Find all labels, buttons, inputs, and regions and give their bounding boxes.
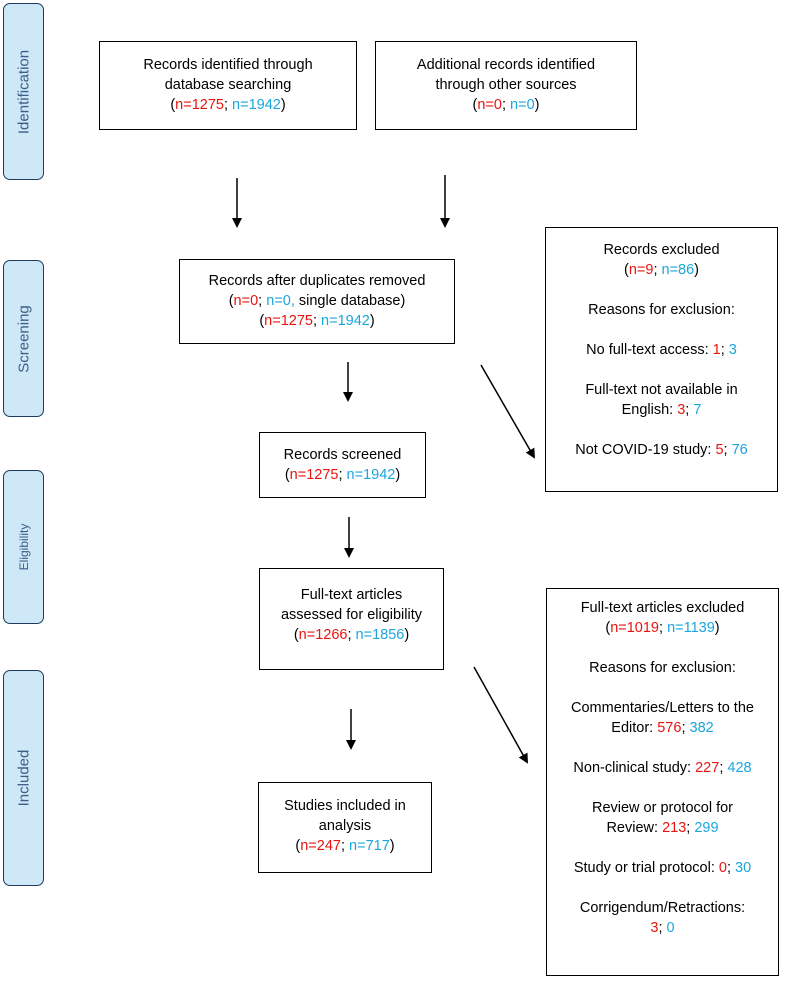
reason-value-1: 1 (712, 342, 721, 358)
reason-value-1: 3 (677, 402, 686, 418)
box-fulltext-excluded: Full-text articles excluded (n=1019; n=1… (546, 588, 779, 976)
identified-n1: n=1275 (175, 97, 224, 113)
identified-counts: (n=1275; n=1942) (170, 97, 286, 113)
duplicates-line1: Records after duplicates removed (208, 273, 426, 289)
duplicates-n2b: n=1942 (321, 313, 370, 329)
box-records-identified: Records identified through database sear… (99, 41, 357, 130)
fulltext-excluded-reasons-title: Reasons for exclusion: (589, 660, 736, 676)
box-additional-records: Additional records identified through ot… (375, 41, 637, 130)
duplicates-n1a: n=0 (233, 293, 259, 309)
additional-line1: Additional records identified (416, 57, 596, 73)
reason-label: English: (621, 402, 678, 418)
fulltext-excluded-reason-1a: Commentaries/Letters to the (571, 700, 754, 716)
included-line1: Studies included in (284, 798, 406, 814)
reason-value-2: 0 (666, 920, 675, 936)
identified-n2: n=1942 (232, 97, 281, 113)
fulltext-excluded-n2: n=1139 (667, 620, 715, 636)
additional-n1: n=0 (477, 97, 502, 113)
additional-counts: (n=0; n=0) (472, 97, 540, 113)
duplicates-n2a: n=0, (266, 293, 295, 309)
phase-included: Included (3, 670, 44, 886)
included-counts: (n=247; n=717) (295, 838, 395, 854)
fulltext-excluded-n1: n=1019 (610, 620, 659, 636)
records-excluded-reason-2b: English: 3; 7 (621, 402, 702, 418)
screened-counts: (n=1275; n=1942) (284, 467, 401, 483)
reason-value-1: 3 (650, 920, 659, 936)
reason-value-1: 213 (662, 820, 687, 836)
box-duplicates-removed: Records after duplicates removed (n=0; n… (179, 259, 455, 344)
fulltext-line2: assessed for eligibility (280, 607, 423, 623)
phase-identification: Identification (3, 3, 44, 180)
duplicates-line3: (n=1275; n=1942) (259, 313, 375, 329)
identified-line1: Records identified through (143, 57, 313, 73)
fulltext-excluded-reason-5a: Corrigendum/Retractions: (579, 900, 746, 916)
records-excluded-counts: (n=9; n=86) (623, 262, 700, 278)
reason-value-2: 76 (731, 442, 748, 458)
phase-eligibility: Eligibility (3, 470, 44, 624)
fulltext-excluded-title: Full-text articles excluded (580, 600, 745, 616)
records-excluded-reasons-title: Reasons for exclusion: (588, 302, 735, 318)
fulltext-excluded-reason-5b: 3; 0 (650, 920, 675, 936)
reason-label: Review: (606, 820, 663, 836)
phase-screening: Screening (3, 260, 44, 417)
records-excluded-n1: n=9 (628, 262, 654, 278)
reason-value-2: 3 (728, 342, 737, 358)
box-fulltext-assessed: Full-text articles assessed for eligibil… (259, 568, 444, 670)
arrow-to-records-excluded (480, 364, 535, 459)
identified-line2: database searching (164, 77, 292, 93)
box-records-excluded: Records excluded (n=9; n=86) Reasons for… (545, 227, 778, 492)
reason-value-2: 30 (735, 860, 752, 876)
reason-label: No full-text access: (586, 342, 713, 358)
reason-value-2: 382 (689, 720, 714, 736)
fulltext-excluded-reason-3a: Review or protocol for (591, 800, 734, 816)
fulltext-n2: n=1856 (355, 627, 405, 643)
records-excluded-title: Records excluded (603, 242, 720, 258)
reason-label: Not COVID-19 study: (575, 442, 716, 458)
reason-value-2: 299 (694, 820, 719, 836)
records-excluded-reason-3: Not COVID-19 study: 5; 76 (575, 442, 748, 458)
reason-value-2: 428 (727, 760, 752, 776)
fulltext-excluded-counts: (n=1019; n=1139) (605, 620, 720, 636)
reason-value-1: 0 (718, 860, 727, 876)
duplicates-n1b: n=1275 (264, 313, 313, 329)
duplicates-line2: (n=0; n=0, single database) (228, 293, 406, 309)
fulltext-line1: Full-text articles (300, 587, 403, 603)
box-records-screened: Records screened (n=1275; n=1942) (259, 432, 426, 498)
screened-n2: n=1942 (346, 467, 396, 483)
fulltext-n1: n=1266 (298, 627, 348, 643)
records-excluded-reason-1: No full-text access: 1; 3 (586, 342, 737, 358)
arrow-to-fulltext-excluded (473, 666, 528, 764)
reason-value-1: 227 (695, 760, 720, 776)
fulltext-excluded-reason-1b: Editor: 576; 382 (611, 720, 714, 736)
fulltext-excluded-reason-4: Study or trial protocol: 0; 30 (573, 860, 752, 876)
records-excluded-n2: n=86 (661, 262, 695, 278)
fulltext-counts: (n=1266; n=1856) (293, 627, 410, 643)
screened-line1: Records screened (283, 447, 402, 463)
reason-label: Editor: (611, 720, 658, 736)
records-excluded-reason-2a: Full-text not available in (585, 382, 738, 398)
included-n1: n=247 (300, 838, 341, 854)
fulltext-excluded-reason-3b: Review: 213; 299 (606, 820, 719, 836)
included-line2: analysis (318, 818, 372, 834)
reason-label: Study or trial protocol: (573, 860, 719, 876)
included-n2: n=717 (349, 838, 390, 854)
reason-value-2: 7 (693, 402, 702, 418)
box-studies-included: Studies included in analysis (n=247; n=7… (258, 782, 432, 873)
screened-n1: n=1275 (289, 467, 339, 483)
reason-value-1: 5 (715, 442, 724, 458)
reason-value-1: 576 (657, 720, 682, 736)
additional-n2: n=0 (510, 97, 535, 113)
duplicates-suffix: single database) (294, 293, 406, 309)
additional-line2: through other sources (435, 77, 577, 93)
reason-label: Non-clinical study: (573, 760, 696, 776)
fulltext-excluded-reason-2: Non-clinical study: 227; 428 (573, 760, 752, 776)
